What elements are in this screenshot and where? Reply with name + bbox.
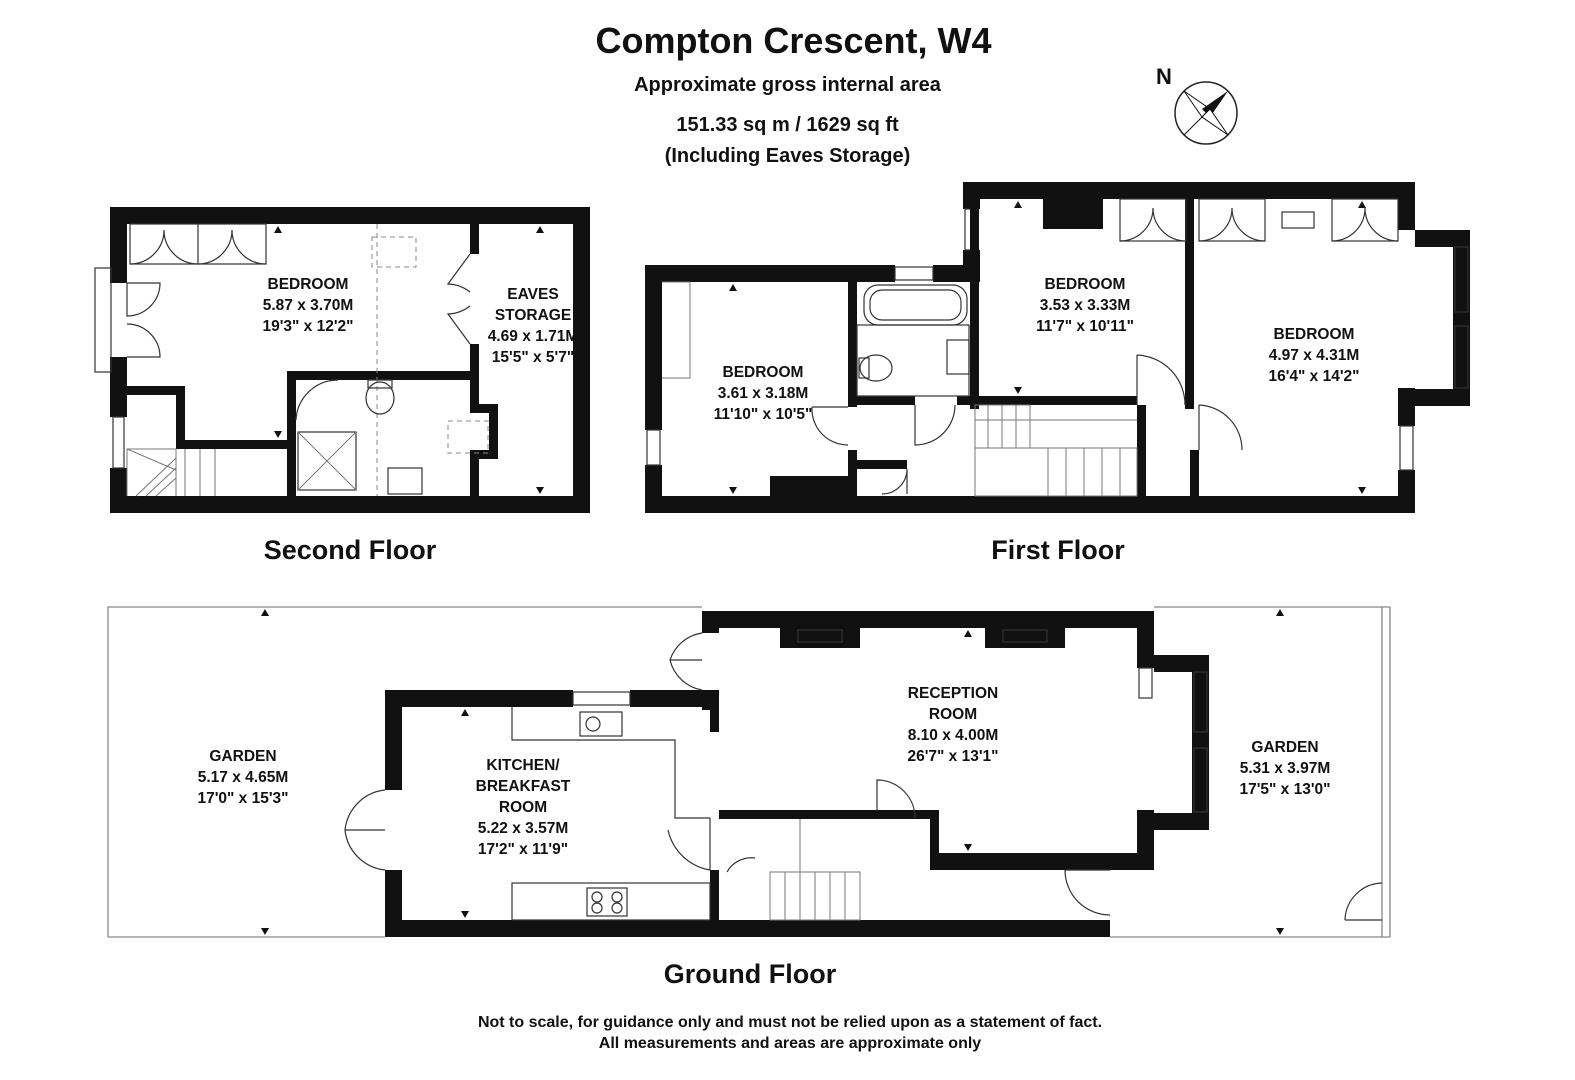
room-metric: 5.31 x 3.97M xyxy=(1239,760,1331,777)
compass-rose-icon xyxy=(1174,81,1238,145)
second-floor-plan xyxy=(94,207,590,513)
room-name: BEDROOM xyxy=(1273,326,1355,343)
room-name: STORAGE xyxy=(494,307,572,324)
rear-garden-label: GARDEN 5.17 x 4.65M 17'0" x 15'3" xyxy=(163,746,323,809)
ground-floor-plan xyxy=(107,606,1391,938)
room-name: BEDROOM xyxy=(722,364,804,381)
reception-room-label: RECEPTION ROOM 8.10 x 4.00M 26'7" x 13'1… xyxy=(873,683,1033,767)
first-floor-bedroom-b-label: BEDROOM 3.53 x 3.33M 11'7" x 10'11" xyxy=(1005,274,1165,337)
room-name: EAVES xyxy=(507,286,559,303)
ground-floor-label: Ground Floor xyxy=(663,959,837,989)
second-floor-label: Second Floor xyxy=(263,535,437,565)
room-name: RECEPTION xyxy=(907,685,999,702)
page-title: Compton Crescent, W4 xyxy=(595,20,992,61)
first-floor-bedroom-c-label: BEDROOM 4.97 x 4.31M 16'4" x 14'2" xyxy=(1234,324,1394,387)
dimension-ticks xyxy=(261,201,1366,935)
room-imperial: 16'4" x 14'2" xyxy=(1268,368,1360,385)
kitchen-breakfast-room-label: KITCHEN/ BREAKFAST ROOM 5.22 x 3.57M 17'… xyxy=(443,755,603,860)
room-metric: 3.53 x 3.33M xyxy=(1039,297,1131,314)
first-floor-plan xyxy=(645,182,1470,513)
first-floor-bedroom-a-label: BEDROOM 3.61 x 3.18M 11'10" x 10'5" xyxy=(683,362,843,425)
room-name: GARDEN xyxy=(209,748,277,765)
room-metric: 8.10 x 4.00M xyxy=(907,727,999,744)
room-imperial: 19'3" x 12'2" xyxy=(262,318,354,335)
disclaimer-line-1: Not to scale, for guidance only and must… xyxy=(477,1014,1103,1031)
room-imperial: 17'5" x 13'0" xyxy=(1239,781,1331,798)
eaves-storage-label: EAVES STORAGE 4.69 x 1.71M 15'5" x 5'7" xyxy=(478,284,588,368)
disclaimer-line-2: All measurements and areas are approxima… xyxy=(598,1035,982,1052)
front-garden-label: GARDEN 5.31 x 3.97M 17'5" x 13'0" xyxy=(1205,737,1365,800)
area-note: (Including Eaves Storage) xyxy=(664,145,911,167)
room-name: ROOM xyxy=(498,799,548,816)
room-name: BEDROOM xyxy=(267,276,349,293)
area-subtitle: Approximate gross internal area xyxy=(634,74,941,96)
room-imperial: 11'7" x 10'11" xyxy=(1036,318,1134,335)
room-name: KITCHEN/ xyxy=(486,757,560,774)
room-imperial: 15'5" x 5'7" xyxy=(491,349,575,366)
first-floor-label: First Floor xyxy=(991,535,1125,565)
room-name: GARDEN xyxy=(1251,739,1319,756)
room-imperial: 17'0" x 15'3" xyxy=(197,790,289,807)
room-name: ROOM xyxy=(928,706,978,723)
room-name: BEDROOM xyxy=(1044,276,1126,293)
room-metric: 4.97 x 4.31M xyxy=(1268,347,1360,364)
room-imperial: 17'2" x 11'9" xyxy=(477,841,569,858)
room-metric: 3.61 x 3.18M xyxy=(717,385,809,402)
room-metric: 4.69 x 1.71M xyxy=(487,328,579,345)
room-imperial: 26'7" x 13'1" xyxy=(907,748,999,765)
second-floor-bedroom-label: BEDROOM 5.87 x 3.70M 19'3" x 12'2" xyxy=(223,274,393,337)
room-metric: 5.87 x 3.70M xyxy=(262,297,354,314)
room-metric: 5.22 x 3.57M xyxy=(477,820,569,837)
room-imperial: 11'10" x 10'5" xyxy=(713,406,813,423)
room-metric: 5.17 x 4.65M xyxy=(197,769,289,786)
area-value: 151.33 sq m / 1629 sq ft xyxy=(676,114,899,136)
compass-north-label: N xyxy=(1156,64,1172,89)
room-name: BREAKFAST xyxy=(475,778,571,795)
